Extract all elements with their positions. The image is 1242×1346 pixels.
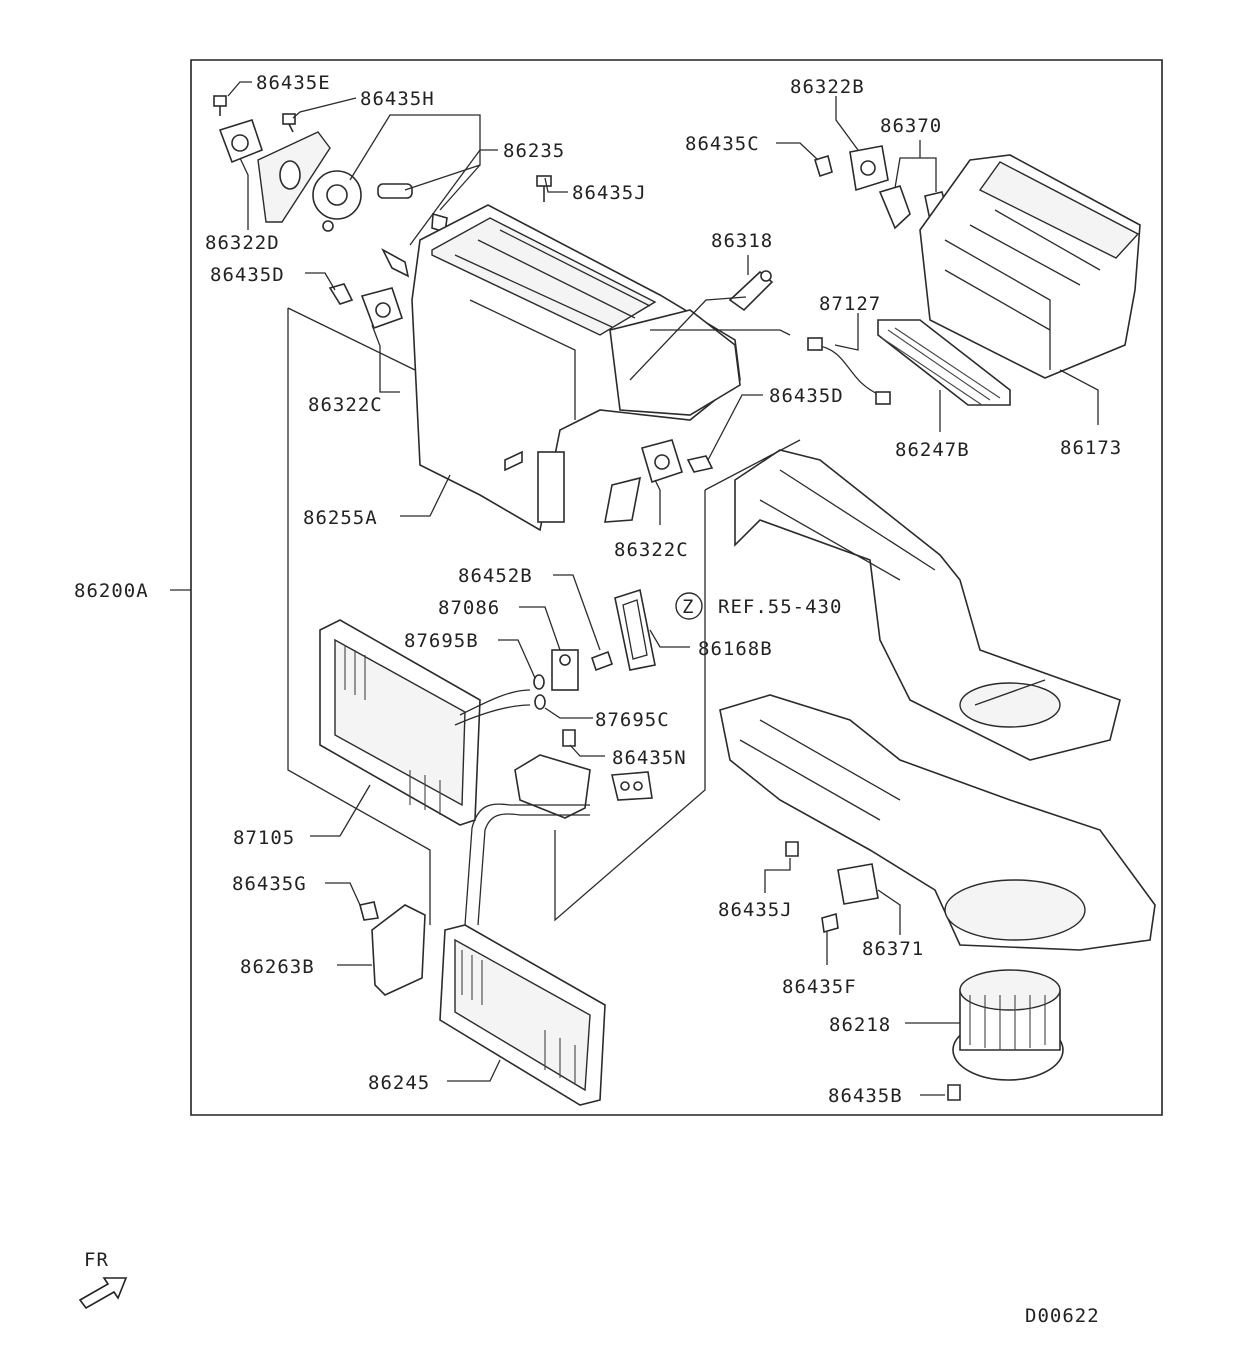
heater-core-86245-icon (439, 924, 606, 1106)
label-86435H: 86435H (360, 88, 435, 110)
reference-text: REF.55-430 (718, 596, 842, 618)
label-86435D-right: 86435D (769, 385, 844, 407)
gasket-86168B-icon (614, 588, 656, 671)
reference-letter: Z (682, 596, 694, 618)
reference-marker: Z REF.55-430 (675, 592, 842, 620)
label-86370: 86370 (880, 115, 942, 137)
blower-motor-86218-icon (952, 969, 1064, 1081)
screw-86435G-icon (359, 901, 379, 921)
label-86435N: 86435N (612, 747, 687, 769)
label-86435D-left: 86435D (210, 264, 285, 286)
label-86435F: 86435F (782, 976, 857, 998)
front-label: FR (84, 1249, 109, 1271)
duct-upper-icon (734, 449, 1121, 761)
blower-case-lower-icon (719, 694, 1156, 951)
label-86168B: 86168B (698, 638, 773, 660)
bolt-86452B-icon (590, 650, 614, 672)
reference-circle (675, 592, 703, 620)
label-86322D: 86322D (205, 232, 280, 254)
actuator-86322C-mid-icon (641, 439, 683, 484)
front-direction-marker: FR (78, 1249, 128, 1310)
o-ring-87695B-icon (533, 674, 545, 690)
screw-86435F-icon (821, 912, 839, 934)
label-86452B: 86452B (458, 565, 533, 587)
screw-86435H-icon (282, 113, 296, 133)
label-86435C: 86435C (685, 133, 760, 155)
label-86322C-mid: 86322C (614, 539, 689, 561)
label-86263B: 86263B (240, 956, 315, 978)
harness-87127-icon (807, 337, 891, 405)
sensor-small-icon (377, 183, 413, 199)
screw-86435B-icon (947, 1084, 961, 1101)
intake-box-86173-icon (919, 154, 1141, 379)
label-86247B: 86247B (895, 439, 970, 461)
assembly-frame (190, 59, 1163, 1116)
label-86435B: 86435B (828, 1085, 903, 1107)
motor-gear-86235-icon (312, 170, 362, 232)
sensor-86318-icon (728, 270, 774, 312)
actuator-86322C-left-icon (360, 287, 404, 330)
filter-86247B-icon (877, 319, 1011, 406)
label-87695C: 87695C (595, 709, 670, 731)
screw-86435D-left-icon (328, 283, 354, 305)
screw-86435J-top-icon (536, 175, 552, 202)
actuator-86322D-icon (218, 119, 263, 164)
label-87086: 87086 (438, 597, 500, 619)
label-86235: 86235 (503, 140, 565, 162)
part-labels: 86435E 86435H 86235 86435J 86322D 86435D… (74, 72, 1122, 1107)
label-86435J-bottom: 86435J (718, 899, 793, 921)
label-86435J-top: 86435J (572, 182, 647, 204)
pipe-bracket-icon (464, 754, 653, 926)
label-86255A: 86255A (303, 507, 378, 529)
label-87105: 87105 (233, 827, 295, 849)
label-87695B: 87695B (404, 630, 479, 652)
label-86218: 86218 (829, 1014, 891, 1036)
bracket-86263B-icon (371, 904, 426, 996)
front-arrow-icon (78, 1277, 128, 1310)
label-86435E: 86435E (256, 72, 331, 94)
actuator-86322B-icon (849, 145, 889, 192)
label-86435G: 86435G (232, 873, 307, 895)
label-86318: 86318 (711, 230, 773, 252)
expansion-valve-87086-icon (551, 649, 579, 691)
label-86371: 86371 (862, 938, 924, 960)
leader-lines (170, 81, 1099, 1096)
screw-86435N-icon (562, 729, 576, 747)
resistor-86371-icon (837, 863, 879, 905)
screw-86435D-right-icon (686, 455, 714, 473)
screw-86435J-bottom-icon (785, 841, 799, 857)
label-86173: 86173 (1060, 437, 1122, 459)
label-87127: 87127 (819, 293, 881, 315)
evaporator-87105-icon (319, 619, 531, 826)
label-86245: 86245 (368, 1072, 430, 1094)
link-plate-icon (257, 131, 331, 223)
label-86200A: 86200A (74, 580, 149, 602)
o-ring-87695C-icon (534, 694, 546, 710)
diagram-code: D00622 (1025, 1305, 1100, 1327)
screw-86435E-icon (213, 95, 227, 116)
label-86322B: 86322B (790, 76, 865, 98)
label-86322C-left: 86322C (308, 394, 383, 416)
heater-case-86255A-icon (411, 204, 741, 532)
blower-housing-top-icon (609, 309, 741, 416)
screw-86435C-icon (813, 154, 833, 178)
